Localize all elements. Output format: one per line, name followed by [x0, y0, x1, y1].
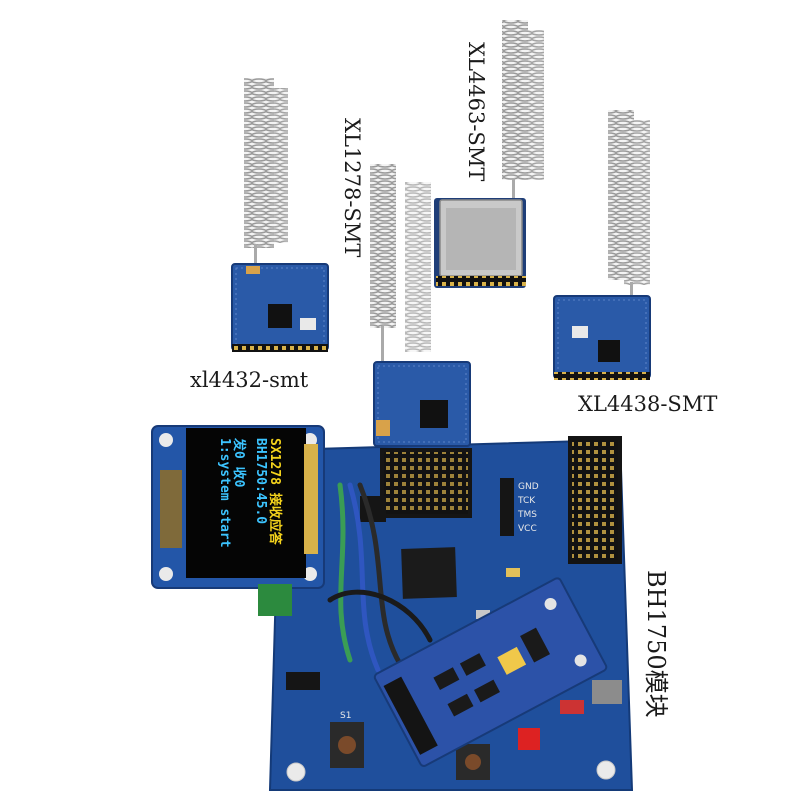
oled-module	[151, 425, 325, 616]
oled-line-2: BH1750:45.0	[253, 438, 268, 525]
label-xl1278: XL1278-SMT	[340, 118, 364, 258]
label-xl4463: XL4463-SMT	[464, 42, 488, 182]
label-bh1750: BH1750模块	[642, 570, 670, 718]
oled-screen: SX1278 接收应答 BH1750:45.0 发0 收0 1:system s…	[200, 432, 300, 572]
antenna-xl1278	[370, 164, 431, 364]
module-xl4432	[231, 263, 329, 352]
oled-line-1: SX1278 接收应答	[267, 438, 282, 545]
label-xl4438: XL4438-SMT	[578, 392, 718, 416]
jtag-label-tck: TCK	[517, 496, 536, 506]
switch-label: S1	[340, 711, 351, 721]
module-xl4463	[434, 198, 526, 288]
oled-line-3: 发0 收0	[231, 438, 246, 488]
antenna-xl4438	[608, 110, 650, 300]
jtag-label-tms: TMS	[517, 510, 537, 520]
label-xl4432: xl4432-smt	[190, 368, 309, 392]
bh1750-module	[373, 577, 608, 767]
module-xl1278	[373, 361, 471, 447]
module-xl4438	[553, 295, 651, 380]
oled-line-4: 1:system start	[217, 438, 232, 548]
jtag-label-vcc: VCC	[518, 524, 537, 534]
jumper-wires	[327, 482, 433, 673]
antenna-xl4432	[244, 78, 288, 270]
antenna-xl4463	[502, 20, 544, 202]
jtag-label-gnd: GND	[518, 482, 539, 492]
